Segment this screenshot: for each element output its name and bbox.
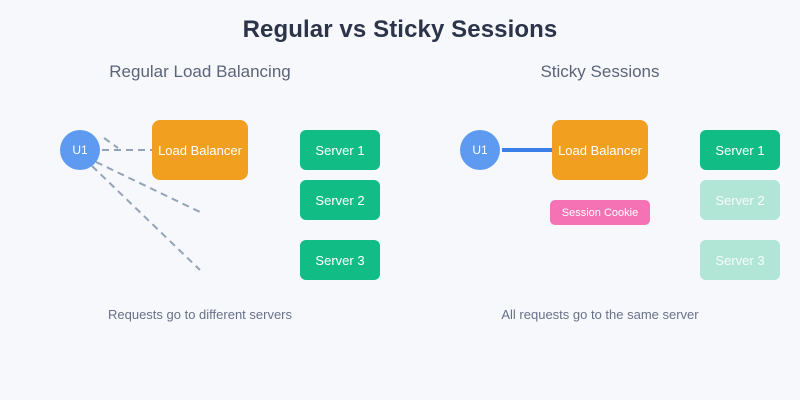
panel-heading-sticky: Sticky Sessions — [540, 62, 660, 81]
panel-caption-sticky: All requests go to the same server — [501, 307, 699, 322]
user-node-left[interactable]: U1 — [60, 130, 100, 170]
session-cookie-badge: Session Cookie — [550, 200, 650, 225]
user-node-right[interactable]: U1 — [460, 130, 500, 170]
panel-caption-regular: Requests go to different servers — [107, 307, 293, 322]
page-title: Regular vs Sticky Sessions — [242, 16, 558, 43]
server-node-right-3[interactable]: Server 3 — [700, 240, 780, 280]
panel-heading-regular: Regular Load Balancing — [109, 62, 291, 81]
server-node-left-1[interactable]: Server 1 — [300, 130, 380, 170]
load-balancer-node-left[interactable]: Load Balancer — [152, 120, 248, 180]
dashed-link-to-server-3 — [91, 165, 201, 271]
server-node-left-2[interactable]: Server 2 — [300, 180, 380, 220]
load-balancer-node-right[interactable]: Load Balancer — [552, 120, 648, 180]
server-node-right-1[interactable]: Server 1 — [700, 130, 780, 170]
dashed-link-upper-stub — [103, 137, 119, 149]
server-node-right-2[interactable]: Server 2 — [700, 180, 780, 220]
server-node-left-3[interactable]: Server 3 — [300, 240, 380, 280]
